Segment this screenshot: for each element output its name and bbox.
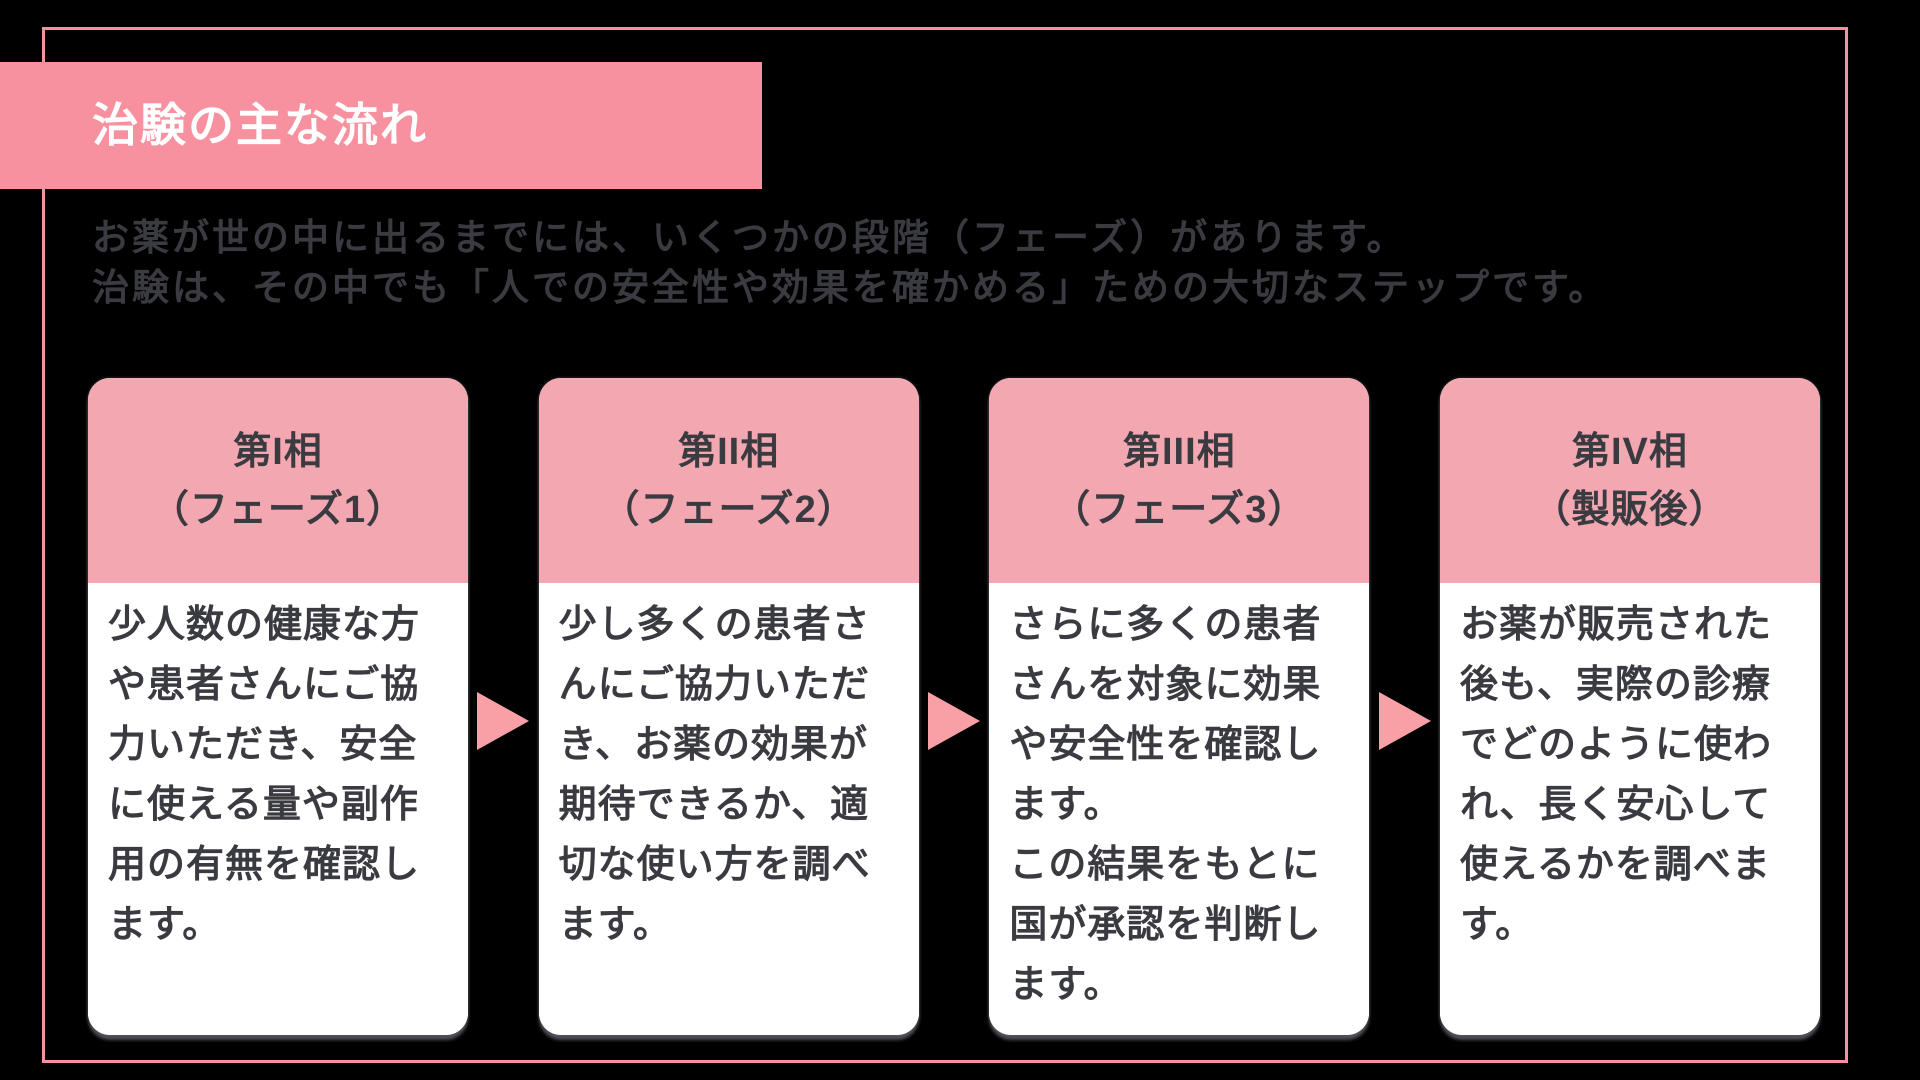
arrow-right-icon-3 [1378, 691, 1431, 750]
phase-card-4-description: お薬が販売された 後も、実際の診療 でどのように使わ れ、長く安心して 使えるか… [1439, 583, 1820, 1035]
phase-card-3-title: 第III相 （フェーズ3） [1052, 430, 1307, 531]
phase-card-4-header: 第IV相 （製販後） [1439, 378, 1820, 583]
phase-card-2-title: 第II相 （フェーズ2） [601, 430, 856, 531]
intro-text: お薬が世の中に出るまでには、いくつかの段階（フェーズ）があります。 治験は、その… [92, 217, 1609, 308]
phase-cards-row: 第I相 （フェーズ1） 少人数の健康な方 や患者さんにご協 力いただき、安全 に… [88, 378, 1820, 1035]
phase-card-1-header: 第I相 （フェーズ1） [88, 378, 468, 583]
title-banner: 治験の主な流れ [0, 62, 762, 189]
phase-card-4-title: 第IV相 （製販後） [1532, 430, 1728, 531]
arrow-right-icon-1 [477, 691, 530, 750]
arrow-right-icon-2 [927, 691, 980, 750]
arrow-gap-3 [1370, 691, 1440, 750]
phase-card-2-description: 少し多くの患者さ んにご協力いただ き、お薬の効果が 期待できるか、適 切な使い… [538, 583, 919, 1035]
phase-card-1-description: 少人数の健康な方 や患者さんにご協 力いただき、安全 に使える量や副作 用の有無… [88, 583, 468, 1035]
arrow-gap-1 [468, 691, 538, 750]
arrow-gap-2 [919, 691, 989, 750]
page-title: 治験の主な流れ [92, 99, 428, 151]
phase-card-3: 第III相 （フェーズ3） さらに多くの患者 さんを対象に効果 や安全性を確認し… [989, 378, 1370, 1035]
phase-card-3-header: 第III相 （フェーズ3） [989, 378, 1370, 583]
phase-card-1: 第I相 （フェーズ1） 少人数の健康な方 や患者さんにご協 力いただき、安全 に… [88, 378, 468, 1035]
phase-card-2-header: 第II相 （フェーズ2） [538, 378, 919, 583]
phase-card-2: 第II相 （フェーズ2） 少し多くの患者さ んにご協力いただ き、お薬の効果が … [538, 378, 919, 1035]
phase-card-3-description: さらに多くの患者 さんを対象に効果 や安全性を確認し ます。 この結果をもとに … [989, 583, 1370, 1035]
phase-card-4: 第IV相 （製販後） お薬が販売された 後も、実際の診療 でどのように使わ れ、… [1439, 378, 1820, 1035]
phase-card-1-title: 第I相 （フェーズ1） [150, 430, 406, 531]
